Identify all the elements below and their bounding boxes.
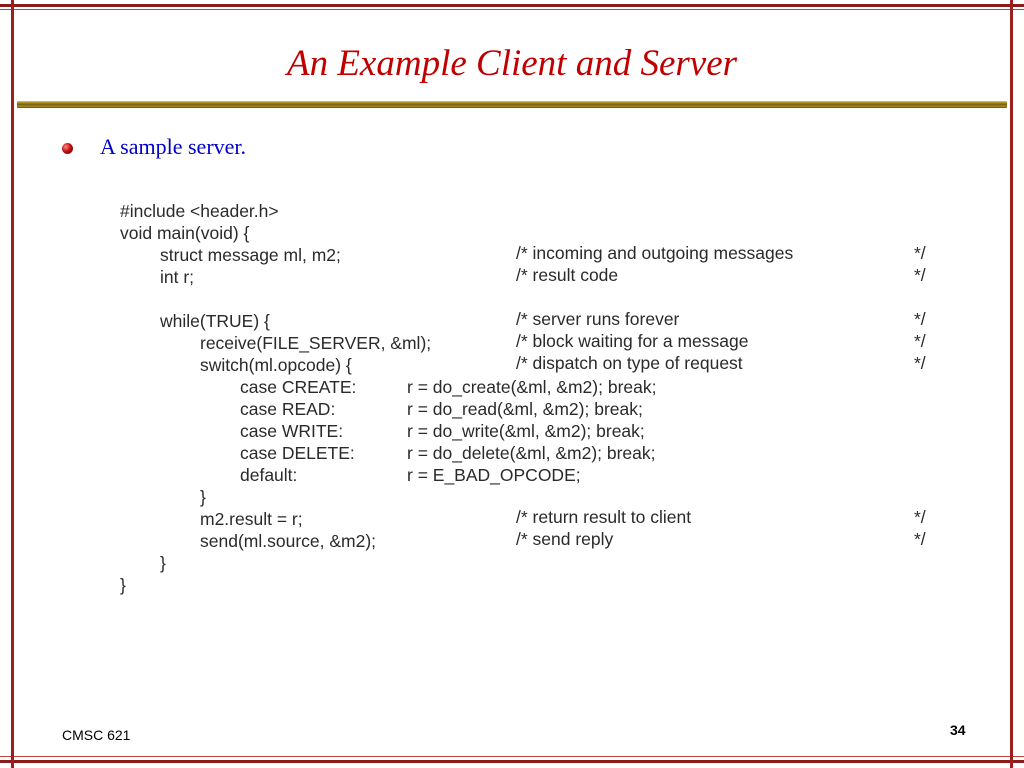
comment-end: */ xyxy=(914,353,926,373)
code-line: void main(void) { xyxy=(120,223,250,243)
bottom-border-inner xyxy=(0,756,1024,757)
bottom-border xyxy=(0,760,1024,763)
bullet-text: A sample server. xyxy=(100,134,247,159)
comment-end: */ xyxy=(914,265,926,285)
case-label: case READ: xyxy=(240,399,336,419)
code-line: m2.result = r; xyxy=(200,509,303,529)
case-label: case WRITE: xyxy=(240,421,344,441)
code-comment: /* dispatch on type of request xyxy=(516,353,743,373)
code-line: } xyxy=(120,575,126,595)
title-underline xyxy=(17,101,1007,108)
comment-end: */ xyxy=(914,507,926,527)
code-line: send(ml.source, &m2); xyxy=(200,531,377,551)
top-border-inner xyxy=(0,9,1024,10)
right-border xyxy=(1010,0,1013,768)
bullet-icon xyxy=(62,143,73,154)
case-action: r = do_delete(&ml, &m2); break; xyxy=(407,443,656,463)
slide-title: An Example Client and Server xyxy=(286,43,738,84)
code-line: struct message ml, m2; xyxy=(160,245,341,265)
page-number: 34 xyxy=(950,722,966,738)
code-comment: /* block waiting for a message xyxy=(516,331,749,351)
code-line: switch(ml.opcode) { xyxy=(200,355,352,375)
comment-end: */ xyxy=(914,243,926,263)
case-action: r = do_create(&ml, &m2); break; xyxy=(407,377,657,397)
comment-end: */ xyxy=(914,529,926,549)
code-comment: /* return result to client xyxy=(516,507,692,527)
comment-end: */ xyxy=(914,331,926,351)
code-line: } xyxy=(160,553,166,573)
code-comment: /* incoming and outgoing messages xyxy=(516,243,794,263)
case-label: case CREATE: xyxy=(240,377,357,397)
code-line: #include <header.h> xyxy=(120,201,279,221)
code-comment: /* server runs forever xyxy=(516,309,680,329)
code-line: int r; xyxy=(160,267,195,287)
top-border xyxy=(0,4,1024,7)
case-label: default: xyxy=(240,465,298,485)
code-line: } xyxy=(200,487,206,507)
case-label: case DELETE: xyxy=(240,443,355,463)
case-action: r = do_write(&ml, &m2); break; xyxy=(407,421,645,441)
code-line: receive(FILE_SERVER, &ml); xyxy=(200,333,432,353)
course-label: CMSC 621 xyxy=(62,727,131,743)
case-action: r = E_BAD_OPCODE; xyxy=(407,465,581,485)
comment-end: */ xyxy=(914,309,926,329)
case-action: r = do_read(&ml, &m2); break; xyxy=(407,399,643,419)
left-border xyxy=(11,0,14,768)
code-line: while(TRUE) { xyxy=(160,311,270,331)
code-comment: /* send reply xyxy=(516,529,614,549)
code-comment: /* result code xyxy=(516,265,619,285)
